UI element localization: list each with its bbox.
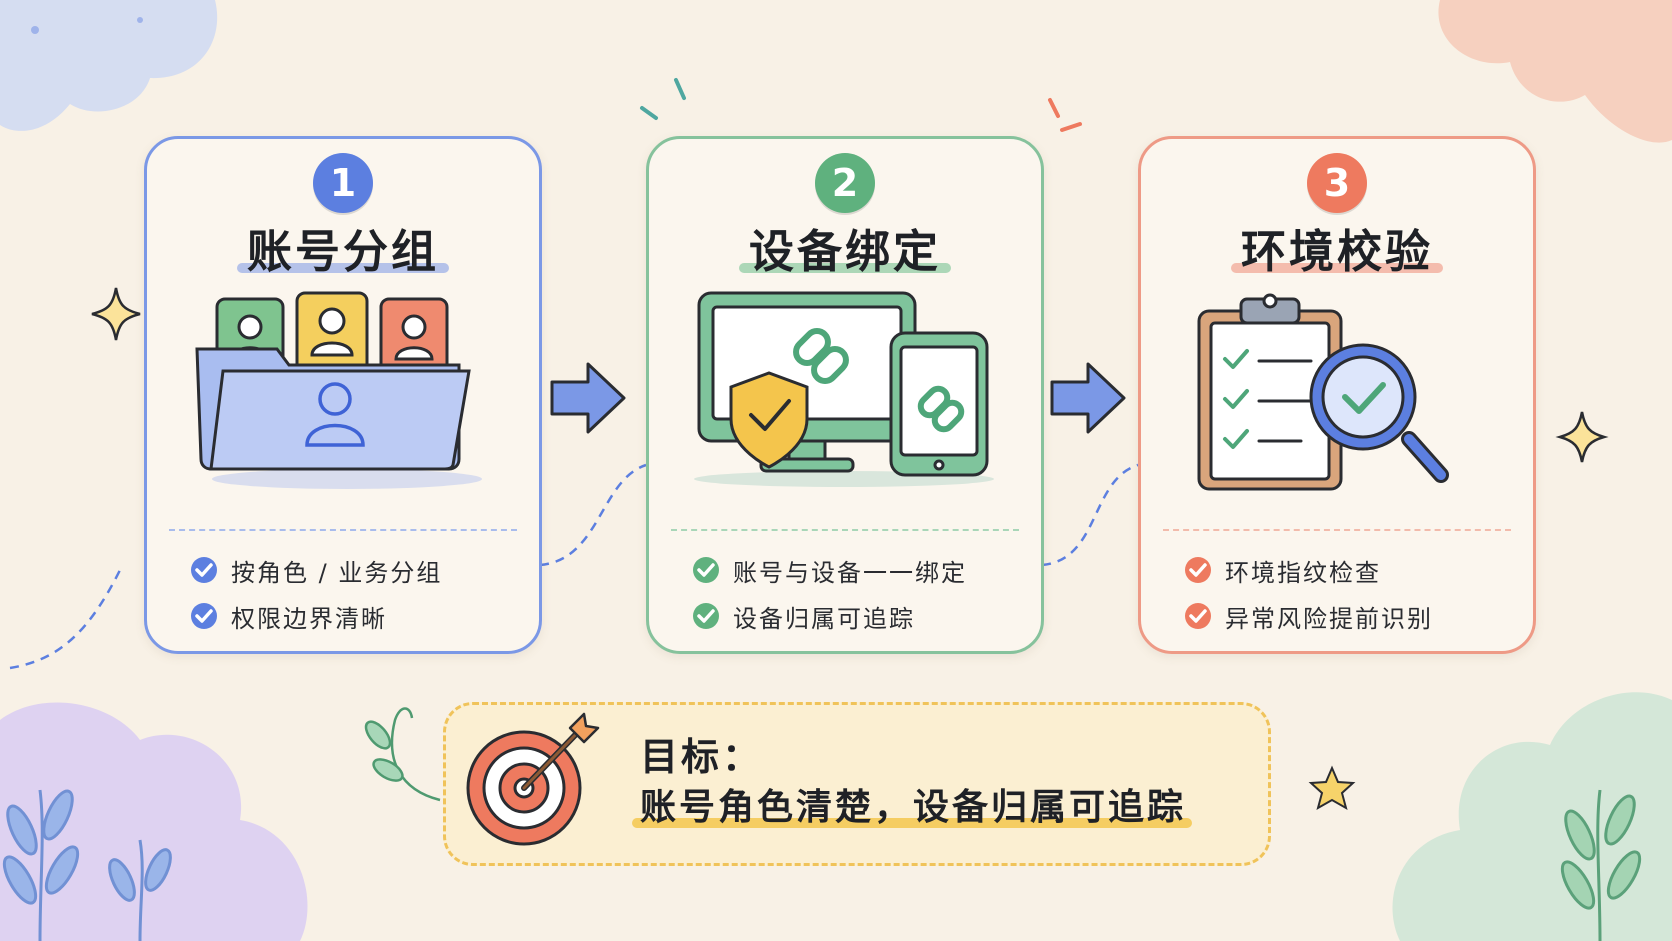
step-number-badge: 2 (815, 153, 875, 213)
cloud-dot (137, 17, 143, 23)
step-card-account-group: 1 账号分组 按角色 / 业务分组 权限边 (144, 136, 542, 654)
cloud-dot (31, 26, 39, 34)
dashed-connector (539, 463, 647, 567)
step-title: 设备绑定 (748, 225, 941, 278)
sparkle-icon (91, 287, 141, 341)
list-item: 设备归属可追踪 (691, 593, 1031, 639)
list-item: 异常风险提前识别 (1183, 593, 1523, 639)
list-item: 账号与设备一一绑定 (691, 547, 1031, 593)
check-circle-icon (191, 557, 217, 583)
bullet-list: 按角色 / 业务分组 权限边界清晰 (189, 547, 529, 639)
small-sprig-icon (364, 707, 441, 802)
check-circle-icon (1185, 557, 1211, 583)
list-item: 环境指纹检查 (1183, 547, 1523, 593)
leaf-sprig-icon (2, 789, 172, 941)
sparkle-icon (1555, 411, 1609, 463)
card-divider (1163, 529, 1511, 531)
goal-highlight (632, 818, 1192, 828)
arrow-right-icon (1050, 362, 1126, 434)
check-circle-icon (191, 603, 217, 629)
check-circle-icon (693, 557, 719, 583)
check-circle-icon (1185, 603, 1211, 629)
bullet-text: 环境指纹检查 (1225, 558, 1381, 587)
title-highlight (1231, 263, 1443, 273)
cloud-bottom-left (0, 702, 308, 941)
goal-text: 账号角色清楚，设备归属可追踪 (640, 787, 1187, 828)
cloud-top-left (0, 0, 218, 131)
leaf-sprig-icon (1560, 789, 1642, 941)
dashed-connector (9, 569, 122, 670)
bullet-text: 设备归属可追踪 (733, 604, 915, 633)
title-highlight (237, 263, 449, 273)
bullet-list: 账号与设备一一绑定 设备归属可追踪 (691, 547, 1031, 639)
step-number-badge: 1 (313, 153, 373, 213)
bullet-text: 异常风险提前识别 (1225, 604, 1433, 633)
bullet-text: 按角色 / 业务分组 (231, 558, 443, 587)
star-icon (1308, 765, 1356, 811)
card-divider (169, 529, 517, 531)
title-highlight (739, 263, 951, 273)
arrow-right-icon (550, 362, 626, 434)
step-title: 环境校验 (1240, 225, 1433, 278)
step-title: 账号分组 (246, 225, 439, 278)
device-link-icon (694, 291, 994, 487)
bullet-text: 权限边界清晰 (231, 604, 387, 633)
check-circle-icon (693, 603, 719, 629)
account-folder-icon (195, 291, 482, 489)
target-icon (466, 712, 600, 846)
list-item: 权限边界清晰 (189, 593, 529, 639)
bullet-list: 环境指纹检查 异常风险提前识别 (1183, 547, 1523, 639)
bullet-text: 账号与设备一一绑定 (733, 558, 967, 587)
cloud-bottom-right (1392, 692, 1672, 941)
checklist-magnifier-icon (1197, 293, 1449, 491)
step-card-environment-check: 3 环境校验 环境指纹检查 (1138, 136, 1536, 654)
step-card-device-binding: 2 设备绑定 账号与设备一一绑定 设备归属可追踪 (646, 136, 1044, 654)
goal-label: 目标： (640, 735, 764, 779)
step-number-badge: 3 (1307, 153, 1367, 213)
list-item: 按角色 / 业务分组 (189, 547, 529, 593)
cloud-top-right (1438, 0, 1672, 143)
card-divider (671, 529, 1019, 531)
dashed-connector (1041, 463, 1139, 567)
